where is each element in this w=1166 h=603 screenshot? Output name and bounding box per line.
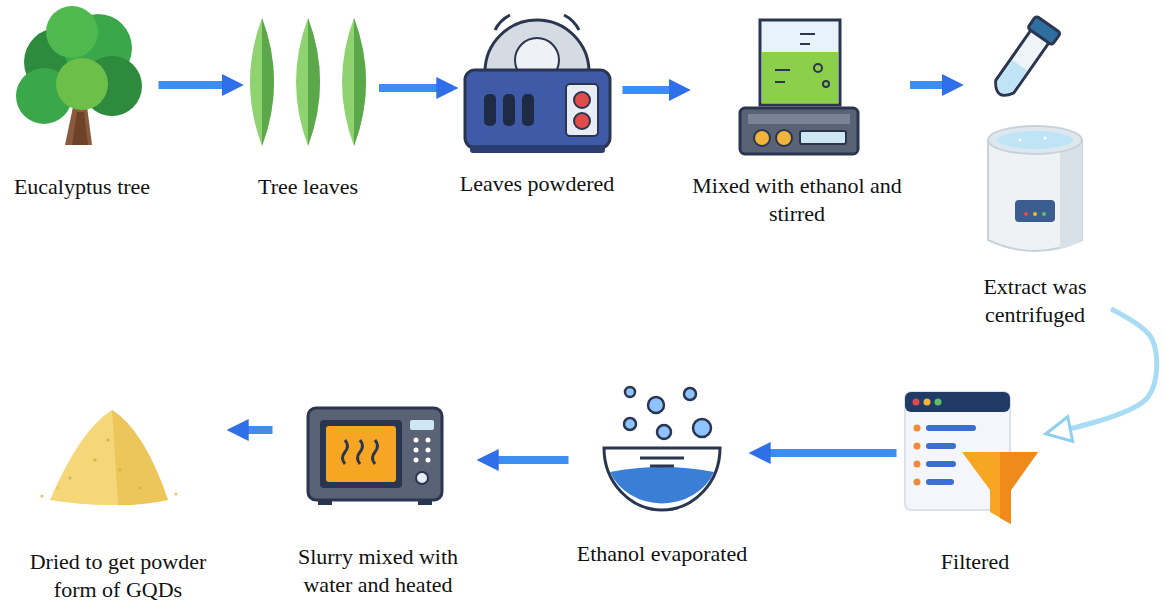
process-step: Dried to get powder form of GQDs <box>9 405 228 603</box>
flow-arrow <box>1056 309 1157 432</box>
flow-arrow <box>758 449 897 457</box>
process-step: Mixed with ethanol and stirred <box>690 15 904 228</box>
step-label: Filtered <box>941 548 1009 576</box>
process-step: Extract was centrifuged <box>963 18 1107 329</box>
flow-arrow <box>623 86 683 94</box>
centrifuge-icon <box>987 16 1082 251</box>
flow-arrow <box>236 426 273 434</box>
step-label: Extract was centrifuged <box>965 273 1105 329</box>
process-step: Eucalyptus tree <box>12 5 153 201</box>
leaves-icon <box>250 18 366 146</box>
flow-arrow <box>379 84 450 92</box>
step-label: Leaves powdered <box>460 170 615 198</box>
step-label: Eucalyptus tree <box>14 173 150 201</box>
flow-arrow <box>910 81 955 89</box>
step-label: Mixed with ethanol and stirred <box>692 172 902 228</box>
process-step: Leaves powdered <box>458 15 617 198</box>
microwave-icon <box>308 408 442 505</box>
step-label: Dried to get powder form of GQDs <box>11 548 226 603</box>
filter-icon <box>905 392 1038 524</box>
flow-arrow <box>159 81 236 89</box>
process-step: Tree leaves <box>243 15 373 201</box>
grinder-icon <box>465 15 610 153</box>
process-step: Slurry mixed with water and heated <box>279 400 478 599</box>
tree-icon <box>16 6 142 145</box>
process-step: Filtered <box>903 390 1048 576</box>
process-step: Ethanol evaporated <box>575 383 750 568</box>
step-label: Slurry mixed with water and heated <box>281 543 476 599</box>
powder-icon <box>40 410 177 505</box>
bowl-icon <box>604 387 720 510</box>
flow-arrow <box>486 456 569 464</box>
stirrer-icon <box>740 20 858 154</box>
step-label: Tree leaves <box>258 173 358 201</box>
step-label: Ethanol evaporated <box>577 540 747 568</box>
